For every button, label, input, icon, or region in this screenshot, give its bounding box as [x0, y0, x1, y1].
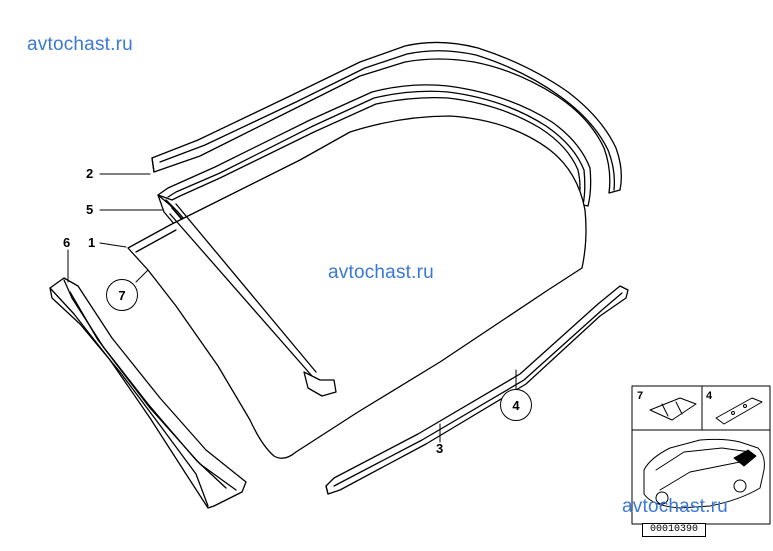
inset-label-4: 4: [706, 390, 713, 402]
callout-part-5: 5: [86, 202, 94, 217]
inset-panel: [631, 385, 771, 525]
watermark-top-left: avtochast.ru: [27, 34, 133, 55]
callout-circled-part-7: 7: [106, 279, 138, 311]
inset-label-7: 7: [637, 390, 644, 402]
roof-trim-strip-part: [151, 41, 622, 194]
callout-part-2: 2: [86, 166, 94, 181]
callout-part-6: 6: [63, 235, 71, 250]
callout-part-1: 1: [88, 235, 96, 250]
belt-line-trim-part: [325, 285, 629, 495]
leader-lines: [67, 173, 517, 443]
glass-pane-part: [127, 115, 587, 459]
callout-part-3: 3: [436, 441, 444, 456]
callout-circled-part-4: 4: [500, 389, 532, 421]
watermark-bottom-right: avtochast.ru: [622, 496, 728, 517]
diagram-id-label: 00010390: [642, 523, 706, 537]
watermark-center: avtochast.ru: [328, 262, 434, 283]
frame-inner-edge: [169, 203, 337, 397]
pillar-trim-part: [49, 277, 247, 509]
